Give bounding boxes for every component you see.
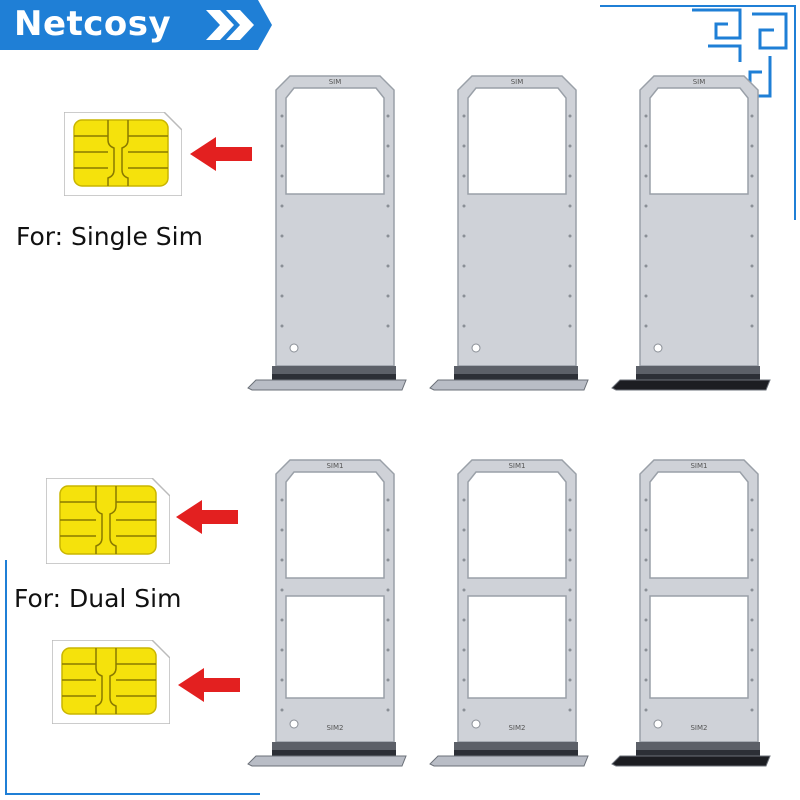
sim-card-single bbox=[64, 112, 182, 196]
tray-slot-label: SIM1 bbox=[326, 462, 343, 470]
insert-arrow bbox=[176, 500, 238, 534]
sim-card-dual-1 bbox=[46, 478, 170, 564]
sim-card-dual-2 bbox=[52, 640, 170, 724]
tray-slot-label: SIM bbox=[511, 78, 524, 86]
tray-slot2-label: SIM2 bbox=[508, 724, 525, 732]
tray-slot2-label: SIM2 bbox=[326, 724, 343, 732]
tray-slot-label: SIM bbox=[329, 78, 342, 86]
arrow-left-icon bbox=[178, 668, 240, 702]
sim-card-icon bbox=[46, 478, 170, 564]
arrow-left-icon bbox=[176, 500, 238, 534]
tray-slot-label: SIM1 bbox=[508, 462, 525, 470]
tray-slot-label: SIM bbox=[693, 78, 706, 86]
caption-dual-sim: For: Dual Sim bbox=[14, 584, 182, 613]
arrow-left-icon bbox=[190, 137, 252, 171]
tray-slot-label: SIM1 bbox=[690, 462, 707, 470]
brand-banner: Netcosy bbox=[0, 0, 272, 50]
caption-single-sim: For: Single Sim bbox=[16, 222, 203, 251]
sim-tray-single-1: SIM bbox=[247, 75, 407, 391]
insert-arrow bbox=[178, 668, 240, 702]
sim-tray-single-2: SIM bbox=[429, 75, 589, 391]
sim-tray-single-3: SIM bbox=[611, 75, 771, 391]
tray-slot2-label: SIM2 bbox=[690, 724, 707, 732]
chevron-double-right-icon bbox=[206, 10, 254, 40]
brand-logo: Netcosy bbox=[14, 4, 172, 44]
insert-arrow bbox=[190, 137, 252, 171]
sim-card-icon bbox=[64, 112, 182, 196]
sim-card-icon bbox=[52, 640, 170, 724]
